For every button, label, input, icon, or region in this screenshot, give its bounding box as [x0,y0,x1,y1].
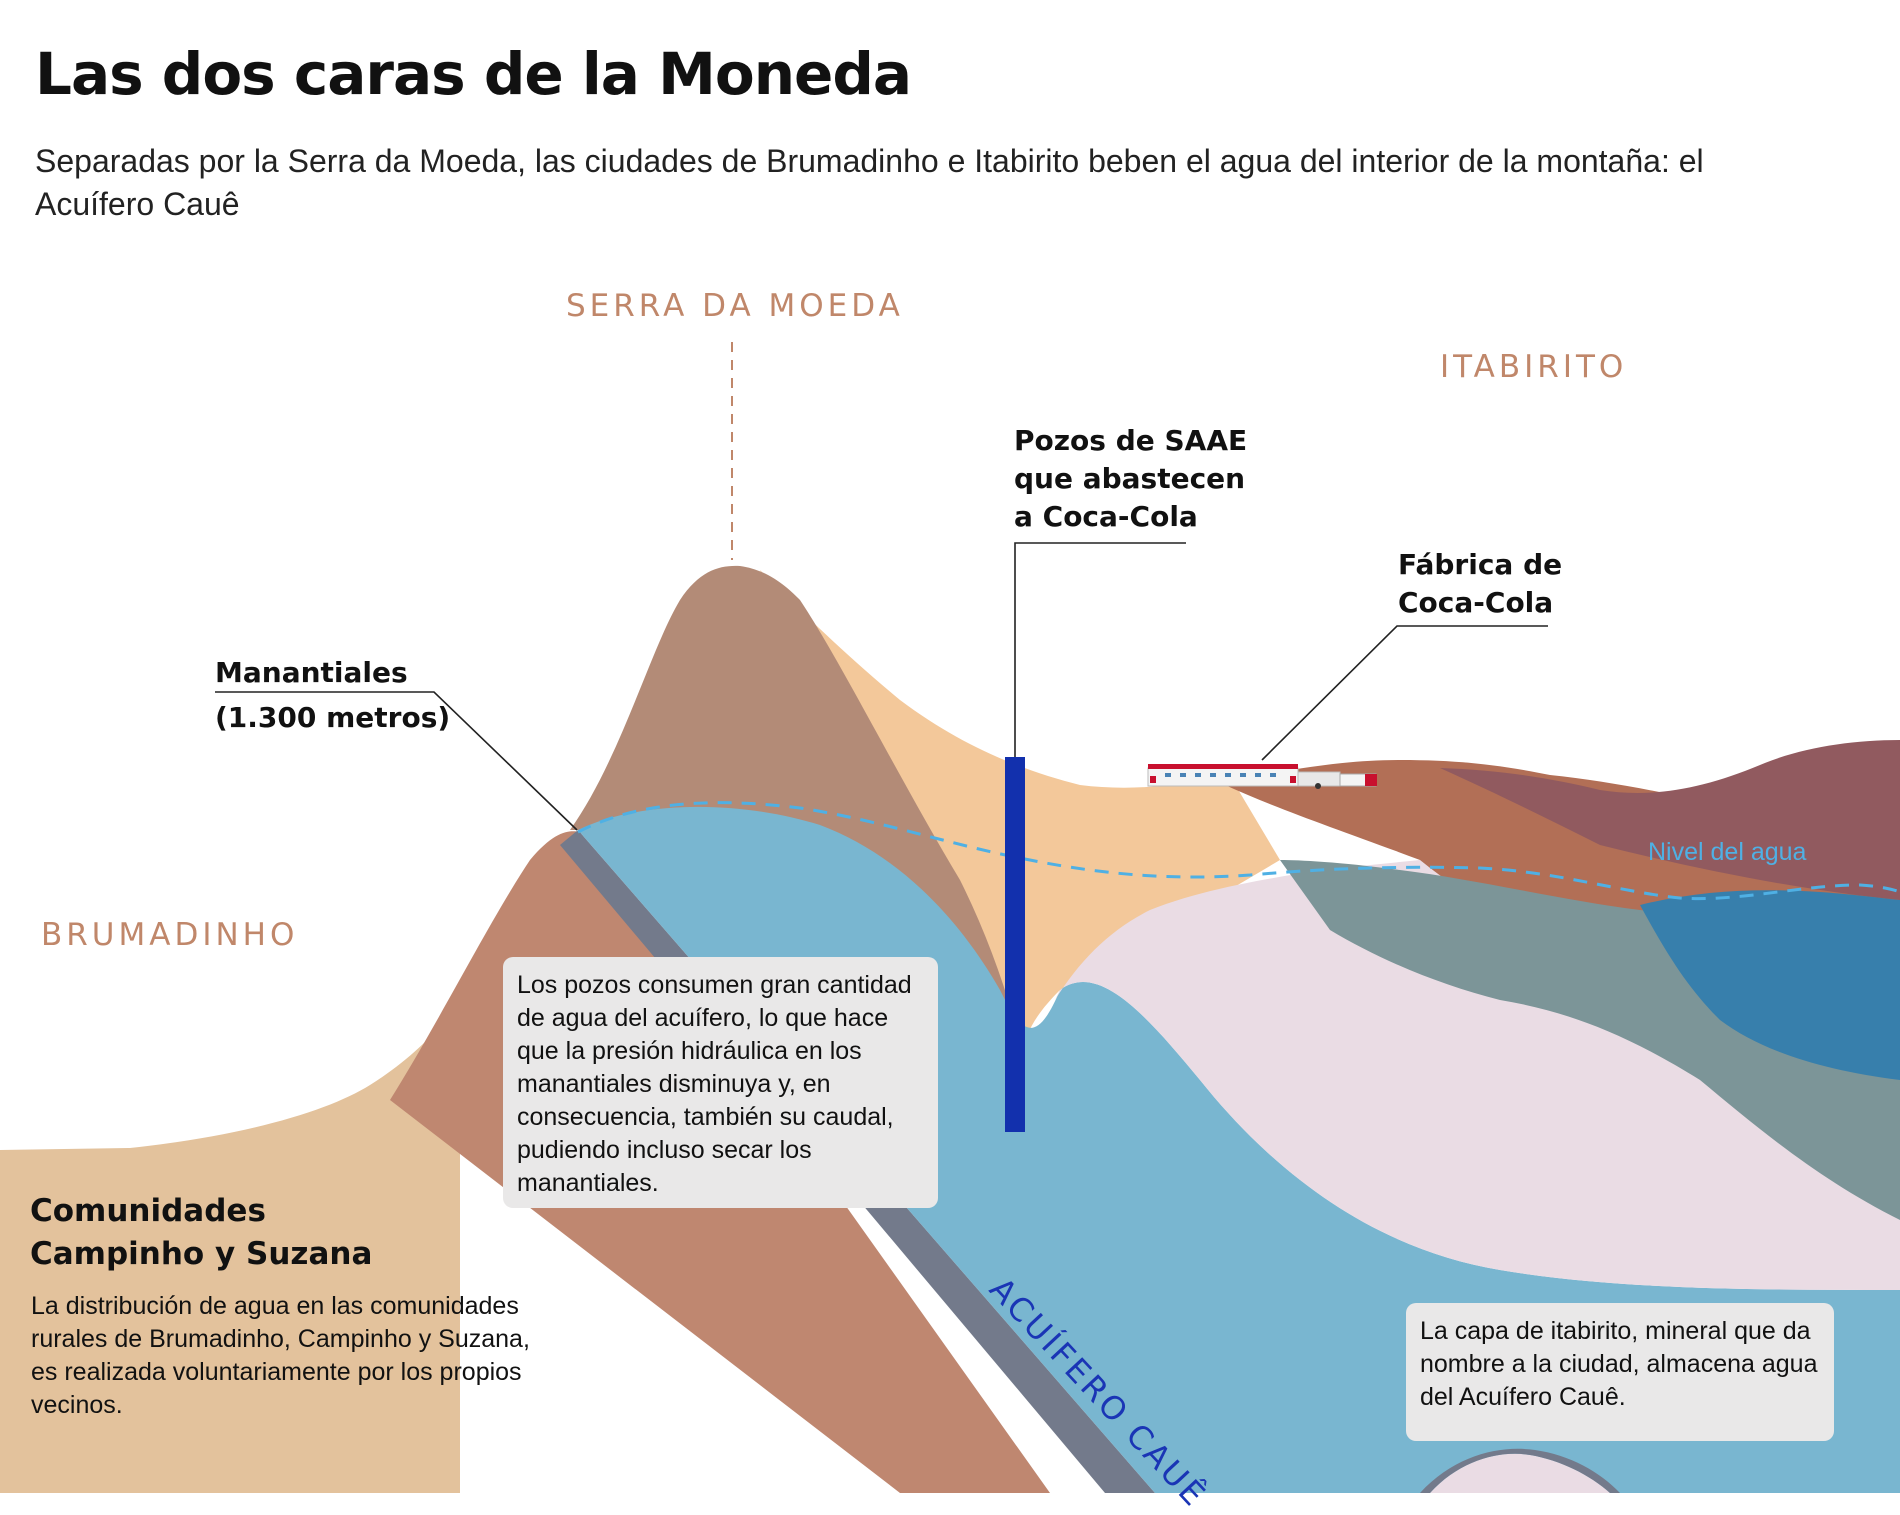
water-level-line [577,801,1900,901]
place-label-brumadinho: BRUMADINHO [41,917,299,953]
itabirite-note: La capa de itabirito, mineral que da nom… [1406,1303,1834,1441]
springs-label: Manantiales (1.300 metros) [215,650,450,740]
coca-cola-factory-icon [1147,764,1377,789]
brumadinho-soil-layer [0,1000,460,1493]
well-pipe [1005,757,1025,1132]
bottom-dark-band [1420,1448,1620,1493]
springs-leader-line [215,691,578,831]
place-label-itabirito: ITABIRITO [1440,349,1628,385]
springs-label-line-2: (1.300 metros) [215,701,451,734]
communities-title-line-2: Campinho y Suzana [30,1236,373,1272]
factory-label-line-1: Fábrica de [1398,548,1563,581]
communities-text: La distribución de agua en las comunidad… [31,1292,530,1419]
communities-title-line-1: Comunidades [30,1193,266,1229]
communities-title: Comunidades Campinho y Suzana [30,1190,372,1276]
wells-label-line-2: que abastecen [1014,462,1246,495]
wells-label-line-1: Pozos de SAAE [1014,424,1248,457]
itabirite-pink-layer [1055,860,1900,1290]
wells-label: Pozos de SAAE que abastecen a Coca-Cola [1014,422,1247,536]
wells-note: Los pozos consumen gran cantidad de agua… [503,957,938,1208]
page-subtitle: Separadas por la Serra da Moeda, las ciu… [35,143,1704,222]
bottom-pink-cap [1430,1453,1610,1493]
itabirito-maroon-hill [1440,740,1900,900]
wells-leader-line [1014,542,1186,757]
page-title: Las dos caras de la Moneda [35,40,912,108]
wells-label-line-3: a Coca-Cola [1014,500,1198,533]
place-label-serra: SERRA DA MOEDA [566,288,904,324]
factory-label: Fábrica de Coca-Cola [1398,546,1562,622]
water-level-label: Nivel del agua [1648,838,1807,866]
factory-label-line-2: Coca-Cola [1398,586,1554,619]
springs-label-line-1: Manantiales [215,656,408,689]
factory-leader-line [1261,625,1548,761]
deep-water-body [1640,890,1900,1080]
